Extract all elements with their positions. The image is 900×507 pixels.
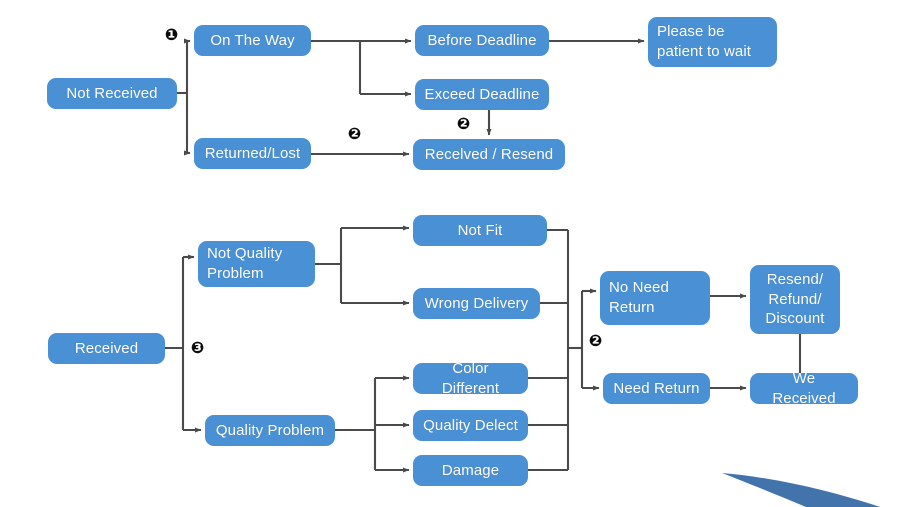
node-returned-lost[interactable]: Returned/Lost [194, 138, 311, 169]
decorative-swoosh [722, 473, 880, 507]
step-marker-3: ❸ [190, 338, 205, 357]
node-not-fit[interactable]: Not Fit [413, 215, 547, 246]
step-marker-1: ❶ [164, 25, 179, 44]
node-damage[interactable]: Damage [413, 455, 528, 486]
node-not-quality-problem[interactable]: Not Quality Problem [198, 241, 315, 287]
node-not-received[interactable]: Not Received [47, 78, 177, 109]
node-wrong-delivery[interactable]: Wrong Delivery [413, 288, 540, 319]
node-need-return[interactable]: Need Return [603, 373, 710, 404]
node-color-different[interactable]: Color Different [413, 360, 528, 397]
node-received-resend[interactable]: Recelved / Resend [413, 139, 565, 170]
node-received[interactable]: Received [48, 333, 165, 364]
step-marker-2-returned: ❷ [347, 124, 362, 143]
node-on-the-way[interactable]: On The Way [194, 25, 311, 56]
step-marker-2-exceed: ❷ [456, 114, 471, 133]
step-marker-2-return-split: ❷ [588, 331, 603, 350]
decorative-swoosh-tail [722, 473, 880, 507]
node-resend-refund-discount[interactable]: Resend/ Refund/ Discount [750, 265, 840, 334]
node-before-deadline[interactable]: Before Deadline [415, 25, 549, 56]
node-quality-problem[interactable]: Quality Problem [205, 415, 335, 446]
node-no-need-return[interactable]: No Need Return [600, 271, 710, 325]
node-quality-delect[interactable]: Quality Delect [413, 410, 528, 441]
node-please-be-patient-to-wait[interactable]: Please be patient to wait [648, 17, 777, 67]
node-exceed-deadline[interactable]: Exceed Deadline [415, 79, 549, 110]
node-we-received[interactable]: We Received [750, 370, 858, 407]
